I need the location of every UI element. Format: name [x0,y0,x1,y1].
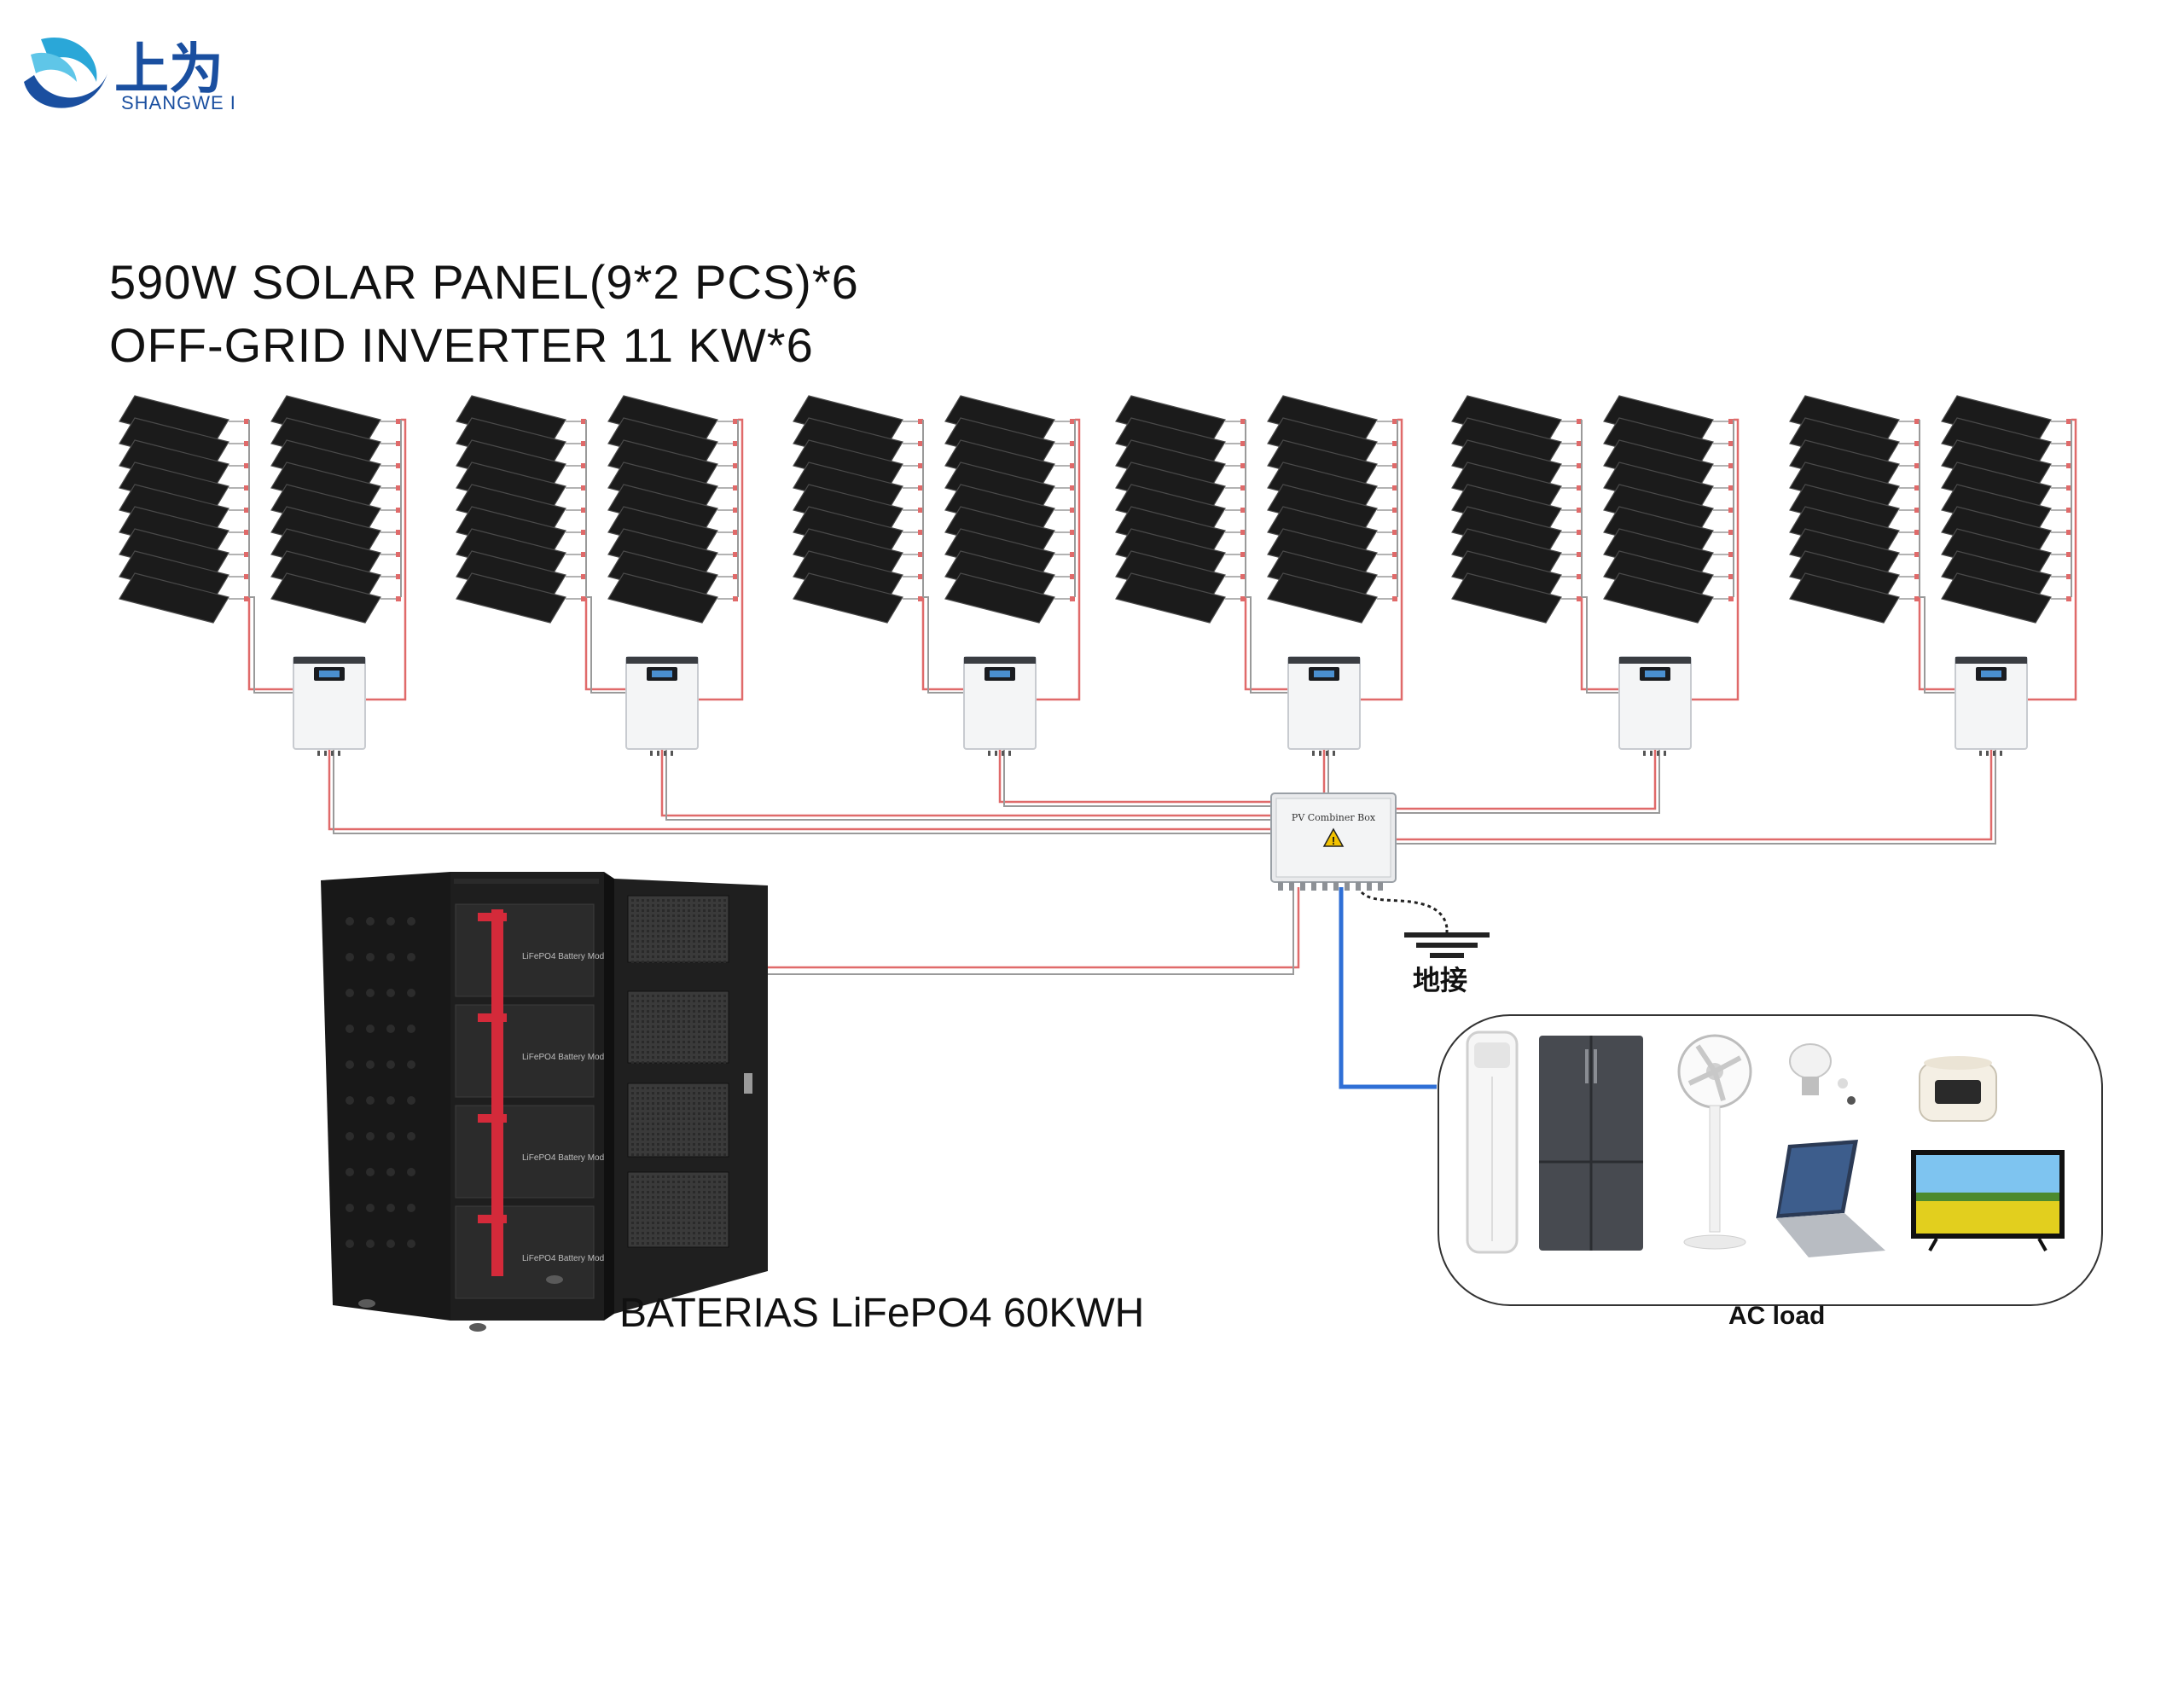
ac-load-caption: AC load [1728,1302,1826,1330]
panel-column [1267,395,1398,624]
solar-panel-icon [607,572,718,624]
inverter-icon [1618,656,1692,756]
solar-panel-icon [1451,572,1562,624]
inverter-icon [1955,656,2028,756]
solar-array-group [793,395,1076,624]
panel-column [1789,395,1920,624]
ground-icon [1360,891,1490,958]
inverter-icon [1287,656,1361,756]
refrigerator-icon [1539,1036,1643,1251]
battery-module: LiFePO4 Battery Module [455,1004,616,1098]
battery-module: LiFePO4 Battery Module [455,903,616,997]
cabinet-door-vent [627,990,729,1064]
solar-panel-icon [1267,572,1378,624]
inverter-spec-heading: OFF-GRID INVERTER 11 KW*6 [109,318,814,372]
battery-module-label: LiFePO4 Battery Module [522,1254,616,1263]
panel-column [1451,395,1583,624]
combiner-box-label: PV Combiner Box [1292,812,1376,823]
solar-panel-icon [1603,572,1714,624]
bulb-icon [1789,1043,1856,1105]
panel-column [1115,395,1246,624]
solar-panel-icon [1789,572,1900,624]
wiring-layer [247,418,2077,975]
svg-text:!: ! [1332,834,1335,847]
battery-module-label: LiFePO4 Battery Module [522,1053,616,1062]
battery-module: LiFePO4 Battery Module [455,1105,616,1199]
rice-cooker-icon [1919,1056,1997,1122]
inverter-icon [293,656,366,756]
cabinet-door-vent [627,895,729,963]
panel-column [119,395,250,624]
battery-module-label: LiFePO4 Battery Module [522,952,616,961]
battery-caption: BATERIAS LiFePO4 60KWH [619,1291,1145,1336]
solar-panel-icon [456,572,566,624]
cabinet-door-vent [627,1083,729,1158]
ac-load-frame [1438,1014,2103,1306]
logo-chinese-text: 上为 [114,38,224,100]
fan-icon [1677,1034,1752,1250]
solar-panel-icon [944,572,1055,624]
logo-english-text: SHANGWE I [121,92,236,113]
panel-column [944,395,1076,624]
solar-array-group [456,395,739,624]
inverter-icon [625,656,699,756]
solar-panel-icon [793,572,903,624]
inverter-icon [963,656,1037,756]
solar-panel-spec-heading: 590W SOLAR PANEL(9*2 PCS)*6 [109,255,859,309]
ground-label: 地接 [1413,965,1468,996]
panel-column [793,395,924,624]
solar-array-group [1451,395,1734,624]
warning-icon: ! [1322,827,1345,847]
ac-wire [1339,887,1437,1089]
panel-column [1603,395,1734,624]
battery-module: LiFePO4 Battery Module [455,1205,616,1299]
cabinet-door-vent [627,1171,729,1248]
tv-icon [1911,1150,2065,1251]
air-conditioner-icon [1466,1030,1519,1254]
solar-panel-icon [1941,572,2052,624]
solar-panel-icon [119,572,229,624]
solar-array-group [1115,395,1398,624]
solar-panel-icon [1115,572,1226,624]
battery-module-label: LiFePO4 Battery Module [522,1153,616,1163]
solar-arrays [119,395,2072,624]
logo-mark-icon [24,38,107,108]
solar-array-group [119,395,402,624]
solar-panel-icon [270,572,381,624]
panel-column [1941,395,2072,624]
laptop-icon [1776,1140,1885,1257]
combiner-box-icon: PV Combiner Box ! [1270,792,1397,891]
panel-column [270,395,402,624]
solar-array-group [1789,395,2072,624]
panel-column [607,395,739,624]
inverters [293,656,2028,756]
panel-column [456,395,587,624]
